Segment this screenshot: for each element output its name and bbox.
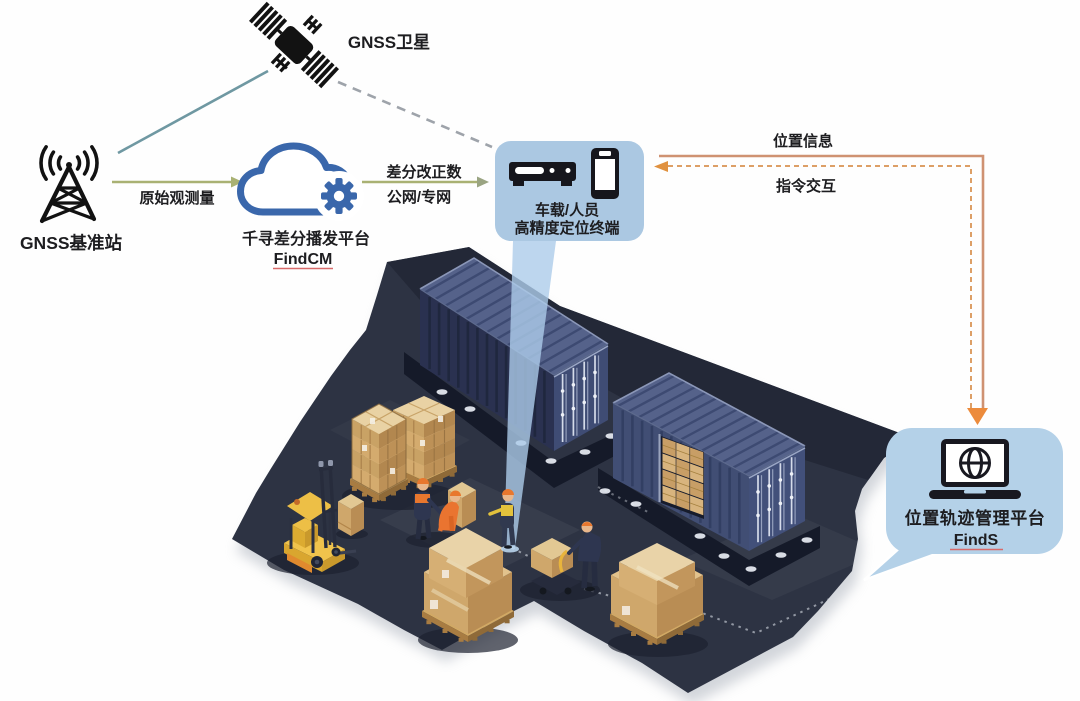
svg-text:GNSS卫星: GNSS卫星 xyxy=(348,33,430,52)
svg-text:指令交互: 指令交互 xyxy=(776,177,836,195)
svg-text:FindS: FindS xyxy=(954,532,999,549)
svg-text:差分改正数: 差分改正数 xyxy=(386,163,462,181)
svg-text:公网/专网: 公网/专网 xyxy=(387,188,451,206)
svg-text:千寻差分播发平台: 千寻差分播发平台 xyxy=(242,229,370,248)
svg-text:高精度定位终端: 高精度定位终端 xyxy=(514,219,619,237)
svg-text:位置信息: 位置信息 xyxy=(773,132,833,150)
svg-text:原始观测量: 原始观测量 xyxy=(139,189,214,207)
svg-text:FindCM: FindCM xyxy=(274,251,333,268)
svg-text:GNSS基准站: GNSS基准站 xyxy=(20,233,123,253)
svg-text:车载/人员: 车载/人员 xyxy=(535,201,599,219)
svg-text:位置轨迹管理平台: 位置轨迹管理平台 xyxy=(905,508,1046,528)
